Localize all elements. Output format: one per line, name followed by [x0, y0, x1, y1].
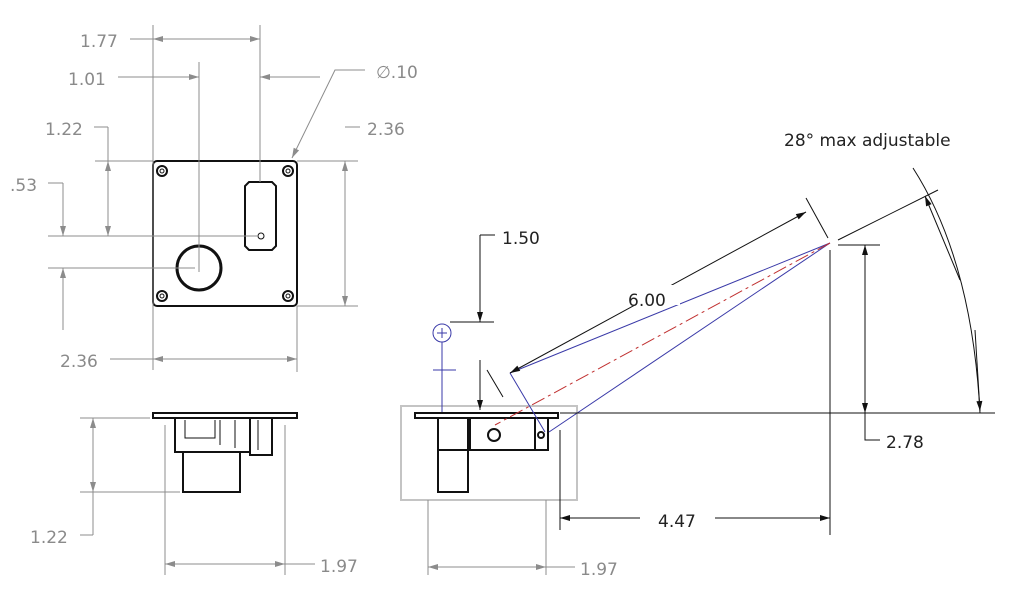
- install-view: 1.50 6.00 28° max adjustable 2.78 4.47 1…: [400, 131, 995, 580]
- top-view: 1.77 1.01 ∅.10 1.22 .53 2.36 2.36: [10, 25, 418, 372]
- ceiling-plate: [414, 412, 559, 419]
- dim-1-01: 1.01: [68, 70, 106, 90]
- side-view: 1.22 1.97: [30, 412, 358, 577]
- dim-1-22-side: 1.22: [30, 528, 68, 548]
- dim-1-97-side: 1.97: [320, 557, 358, 577]
- dim-1-77: 1.77: [80, 32, 118, 52]
- plate-edge: [152, 412, 298, 419]
- dim-1-97-install: 1.97: [580, 560, 618, 580]
- dim-6-00: 6.00: [628, 291, 666, 311]
- enclosure-outline: [400, 405, 578, 501]
- corner-screw-icons: [156, 165, 294, 302]
- dim-1-50: 1.50: [502, 229, 540, 249]
- adjust-slot: [244, 181, 277, 251]
- dim-4-47: 4.47: [658, 512, 696, 532]
- dim-0-53: .53: [10, 176, 37, 196]
- angle-note: 28° max adjustable: [784, 131, 951, 151]
- small-hole: [257, 232, 265, 240]
- dim-1-22-top: 1.22: [45, 120, 83, 140]
- dim-2-36-bottom: 2.36: [60, 352, 98, 372]
- dim-2-36-right: 2.36: [367, 120, 405, 140]
- dim-2-78: 2.78: [886, 433, 924, 453]
- dim-hole-diameter: ∅.10: [376, 63, 418, 83]
- angle-arc: [912, 167, 981, 414]
